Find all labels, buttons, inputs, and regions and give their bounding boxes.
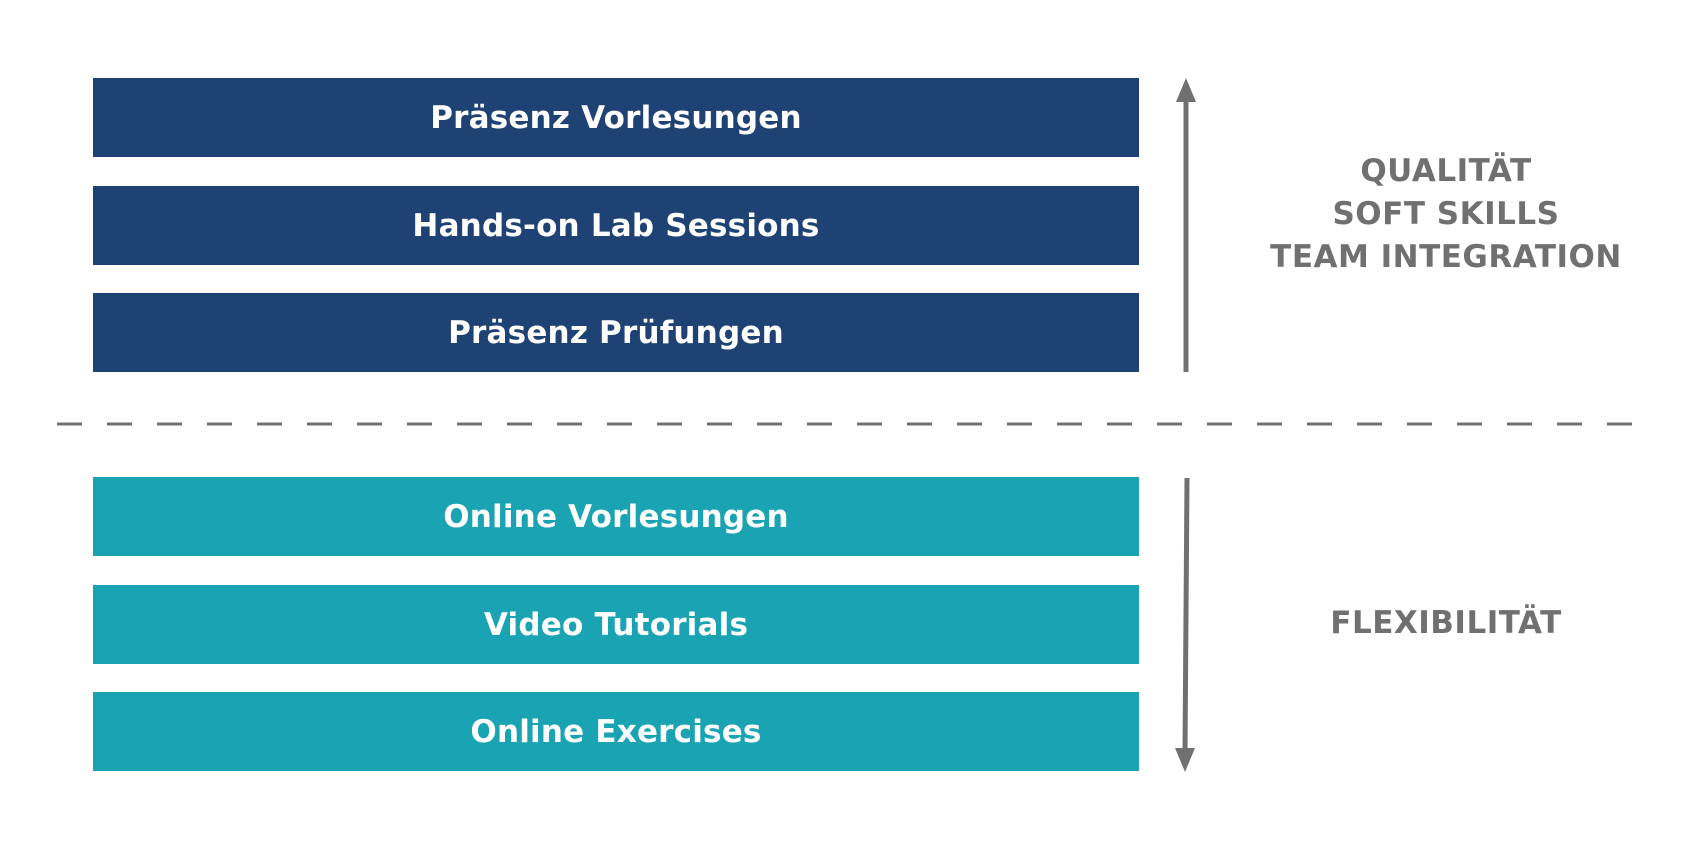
- online-item-video-tutorials: Video Tutorials: [93, 585, 1139, 664]
- presence-item-exams: Präsenz Prüfungen: [93, 293, 1139, 372]
- presence-item-label: Präsenz Prüfungen: [448, 314, 784, 351]
- benefit-soft-skills: SOFT SKILLS: [1332, 196, 1560, 232]
- benefit-flexibility: FLEXIBILITÄT: [1330, 605, 1562, 641]
- online-item-lectures: Online Vorlesungen: [93, 477, 1139, 556]
- online-item-label: Online Vorlesungen: [443, 498, 789, 535]
- online-item-exercises: Online Exercises: [93, 692, 1139, 771]
- online-item-label: Video Tutorials: [483, 606, 749, 643]
- presence-item-lectures: Präsenz Vorlesungen: [93, 78, 1139, 157]
- presence-benefits: QUALITÄT SOFT SKILLS TEAM INTEGRATION: [1246, 150, 1646, 279]
- down-arrow-icon: [1175, 477, 1195, 772]
- presence-item-label: Präsenz Vorlesungen: [430, 99, 802, 136]
- online-item-label: Online Exercises: [470, 713, 762, 750]
- up-arrow-icon: [1176, 78, 1196, 372]
- benefit-team-integration: TEAM INTEGRATION: [1270, 239, 1622, 275]
- presence-item-lab-sessions: Hands-on Lab Sessions: [93, 186, 1139, 265]
- presence-item-label: Hands-on Lab Sessions: [412, 207, 820, 244]
- online-benefits: FLEXIBILITÄT: [1246, 602, 1646, 645]
- benefit-quality: QUALITÄT: [1360, 153, 1532, 189]
